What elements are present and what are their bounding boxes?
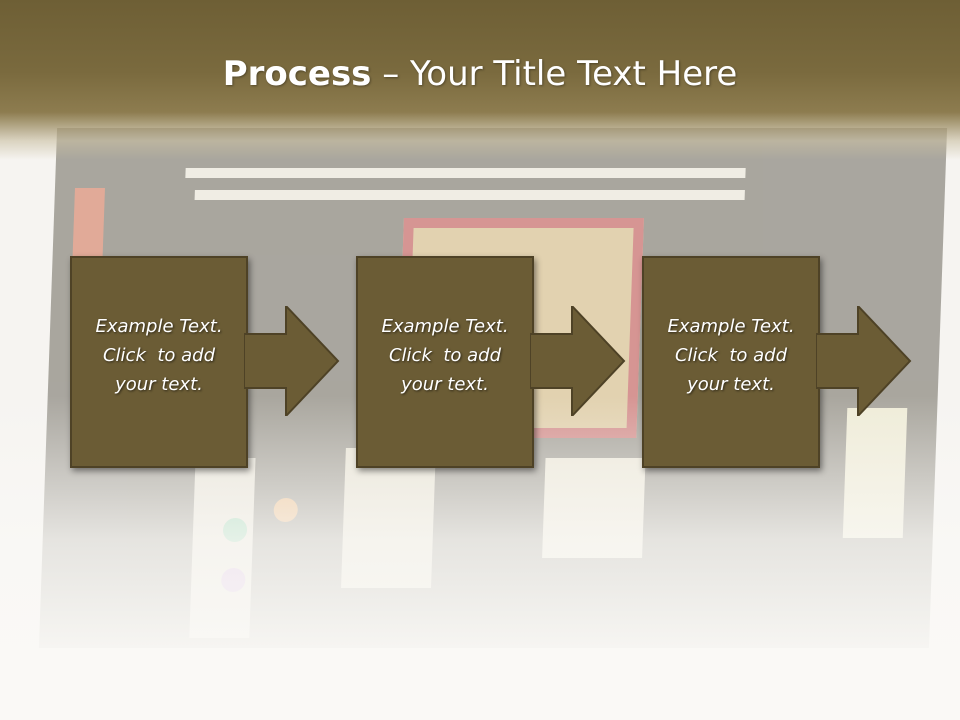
step-1-text[interactable]: Example Text. Click to add your text.	[72, 312, 246, 399]
title-band: Process – Your Title Text Here	[0, 0, 960, 160]
step-1-line-2: Click to add	[102, 345, 215, 366]
process-step-2-box[interactable]: Example Text. Click to add your text.	[356, 256, 534, 468]
step-2-text[interactable]: Example Text. Click to add your text.	[358, 312, 532, 399]
step-2-line-1: Example Text.	[381, 316, 509, 337]
title-rest-text: – Your Title Text Here	[371, 54, 738, 94]
step-1-line-3: your text.	[115, 374, 203, 395]
step-3-line-3: your text.	[687, 374, 775, 395]
title-bold-text: Process	[222, 54, 372, 94]
right-arrow-icon	[530, 306, 626, 416]
right-arrow-icon	[816, 306, 912, 416]
step-2-line-2: Click to add	[388, 345, 501, 366]
step-2-line-3: your text.	[401, 374, 489, 395]
step-3-line-1: Example Text.	[667, 316, 795, 337]
right-arrow-icon	[244, 306, 340, 416]
process-step-3-box[interactable]: Example Text. Click to add your text.	[642, 256, 820, 468]
slide-title[interactable]: Process – Your Title Text Here	[0, 54, 960, 94]
step-3-text[interactable]: Example Text. Click to add your text.	[644, 312, 818, 399]
process-step-1-box[interactable]: Example Text. Click to add your text.	[70, 256, 248, 468]
step-1-line-1: Example Text.	[95, 316, 223, 337]
step-3-line-2: Click to add	[674, 345, 787, 366]
